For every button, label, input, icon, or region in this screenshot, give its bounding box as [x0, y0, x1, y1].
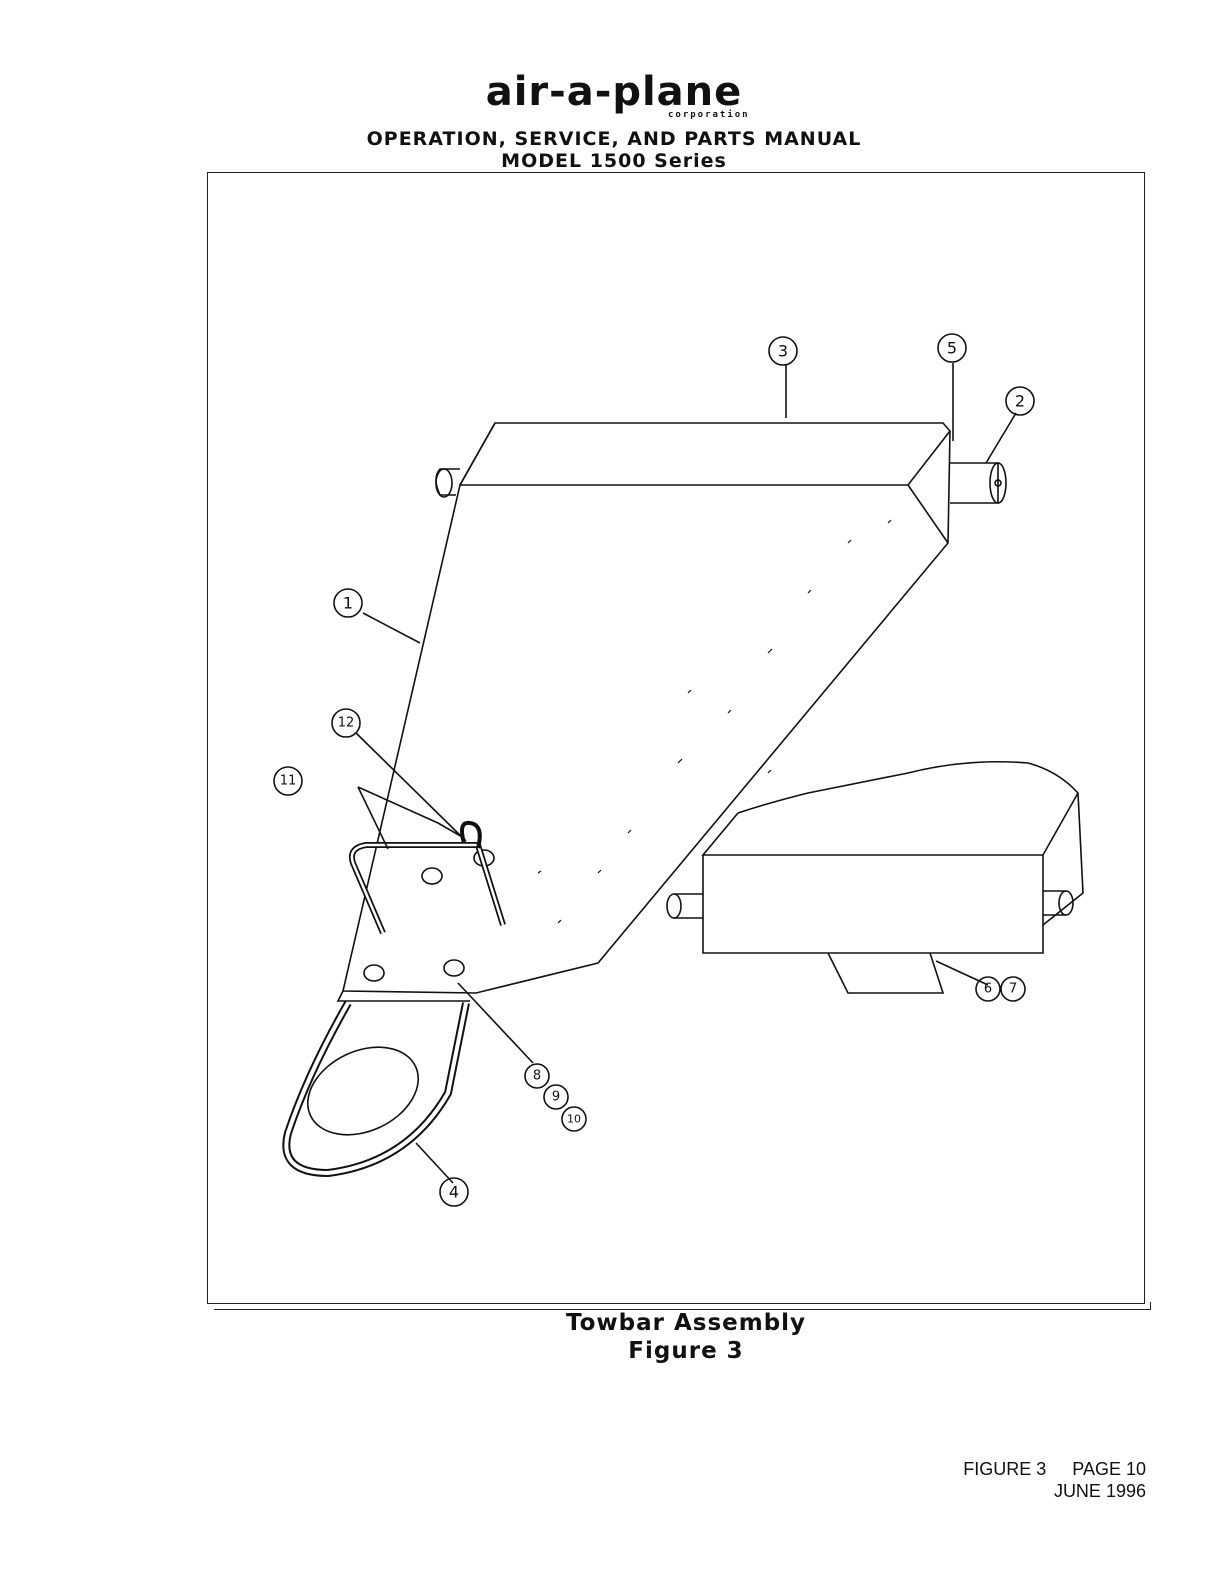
towbar-front-edge — [460, 423, 495, 485]
tow-ring-highlight — [286, 1003, 466, 1173]
tube-top — [703, 793, 1078, 855]
callout-11: 11 — [280, 774, 297, 789]
leader-4 — [416, 1143, 453, 1183]
u-bolt — [352, 845, 503, 933]
towbar-edge — [908, 485, 948, 543]
logo-subtext: corporation — [668, 110, 750, 120]
callout-7: 7 — [1009, 982, 1017, 997]
figure-caption-title: Towbar Assembly — [0, 1310, 1228, 1336]
footer-date: JUNE 1996 — [1054, 1481, 1146, 1502]
company-logo: air-a-plane corporation — [0, 72, 1228, 112]
footer-line-1: FIGURE 3 PAGE 10 — [963, 1459, 1146, 1480]
left-pivot-pin — [436, 469, 460, 495]
towbar-drawing: 3 5 2 1 12 11 8 9 10 4 6 7 — [208, 173, 1142, 1301]
callout-1: 1 — [343, 594, 353, 613]
tube-pin-right-body — [1043, 891, 1066, 915]
figure-caption-number: Figure 3 — [0, 1338, 1228, 1364]
callout-6: 6 — [984, 982, 992, 997]
callout-2: 2 — [1015, 392, 1025, 411]
leader-2 — [986, 413, 1016, 463]
leader-12 — [356, 733, 466, 841]
bolt-head — [444, 960, 464, 976]
leader-8 — [458, 983, 533, 1063]
bolt-head — [422, 868, 442, 884]
bolt-head — [364, 965, 384, 981]
manual-title: OPERATION, SERVICE, AND PARTS MANUAL — [0, 128, 1228, 150]
callout-8: 8 — [533, 1069, 541, 1084]
tube-bracket — [828, 953, 943, 993]
callout-4: 4 — [449, 1183, 459, 1202]
towbar-top-face — [460, 423, 950, 485]
leader-1 — [363, 613, 420, 643]
tow-ring — [286, 1003, 466, 1173]
callout-9: 9 — [552, 1090, 560, 1105]
callout-5: 5 — [947, 339, 957, 358]
tube-pin-left — [667, 894, 681, 918]
footer-figure: FIGURE 3 — [963, 1459, 1046, 1479]
logo-text: air-a-plane — [0, 72, 1228, 112]
footer-page: PAGE 10 — [1072, 1459, 1146, 1479]
leader-11b — [358, 787, 464, 838]
left-pin-end — [436, 469, 452, 497]
callout-3: 3 — [778, 342, 788, 361]
tube-break-line — [738, 762, 1083, 925]
callout-12: 12 — [338, 716, 355, 731]
callout-10: 10 — [567, 1113, 581, 1126]
leader-6-7 — [936, 961, 988, 985]
shading-marks — [538, 520, 891, 923]
towbar-side-face — [343, 431, 950, 993]
model-title: MODEL 1500 Series — [0, 150, 1228, 172]
tube-front — [703, 855, 1043, 953]
